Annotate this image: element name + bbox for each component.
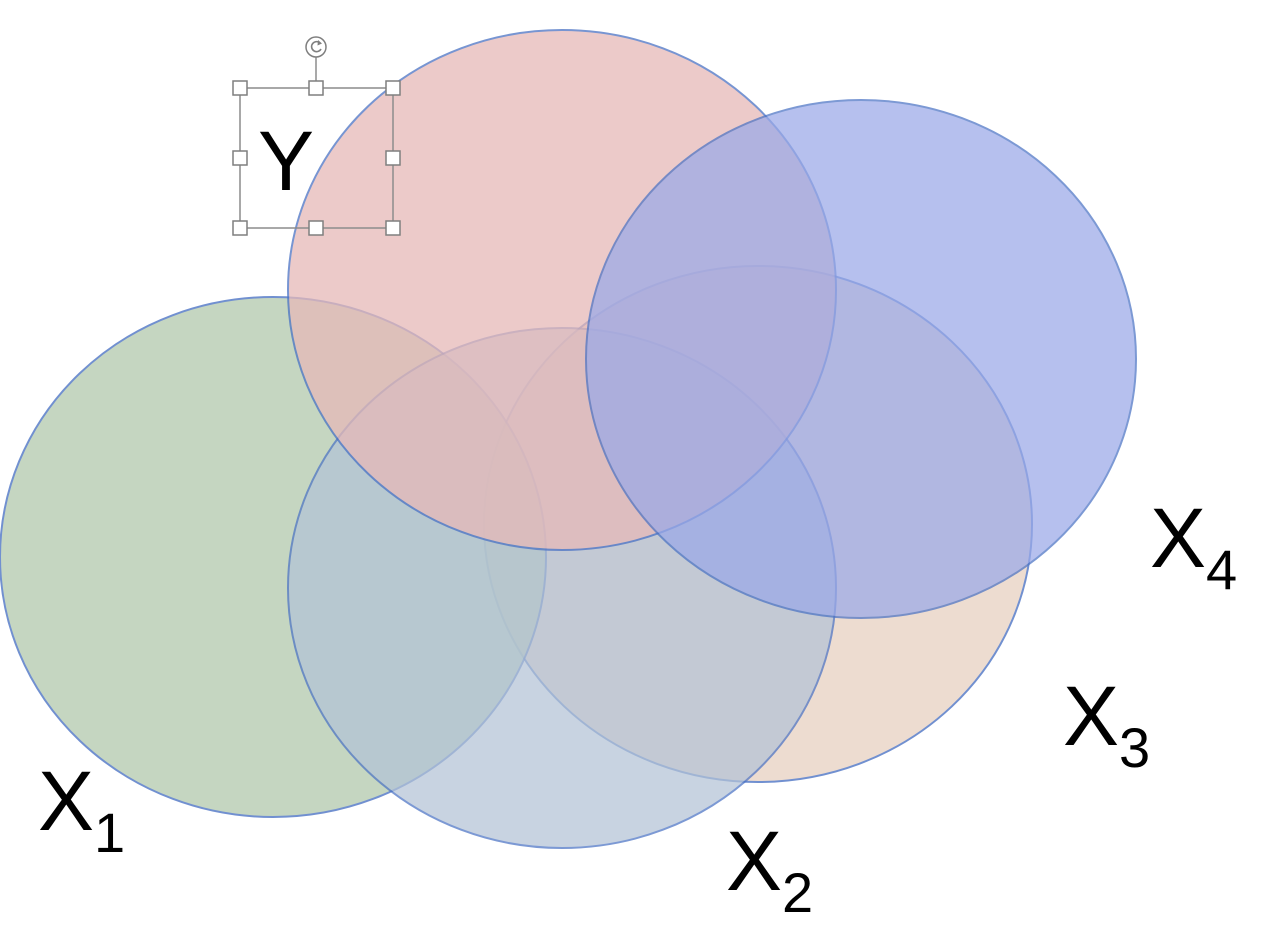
label-x4: X4 <box>1150 491 1237 601</box>
label-x1: X1 <box>38 754 125 864</box>
resize-handle-right[interactable] <box>385 150 401 166</box>
label-x3: X3 <box>1063 669 1150 779</box>
resize-handle-top-right[interactable] <box>385 80 401 96</box>
resize-handle-top-left[interactable] <box>232 80 248 96</box>
label-x2: X2 <box>726 814 813 924</box>
resize-handle-bottom-left[interactable] <box>232 220 248 236</box>
resize-handle-bottom[interactable] <box>308 220 324 236</box>
rotate-arrowhead-icon <box>317 40 322 46</box>
resize-handle-bottom-right[interactable] <box>385 220 401 236</box>
label-y[interactable]: Y <box>258 114 314 208</box>
circle-x4[interactable] <box>585 99 1137 619</box>
textbox-selection[interactable] <box>232 36 401 236</box>
resize-handle-top[interactable] <box>308 80 324 96</box>
rotate-handle-icon[interactable] <box>305 36 327 58</box>
resize-handle-left[interactable] <box>232 150 248 166</box>
